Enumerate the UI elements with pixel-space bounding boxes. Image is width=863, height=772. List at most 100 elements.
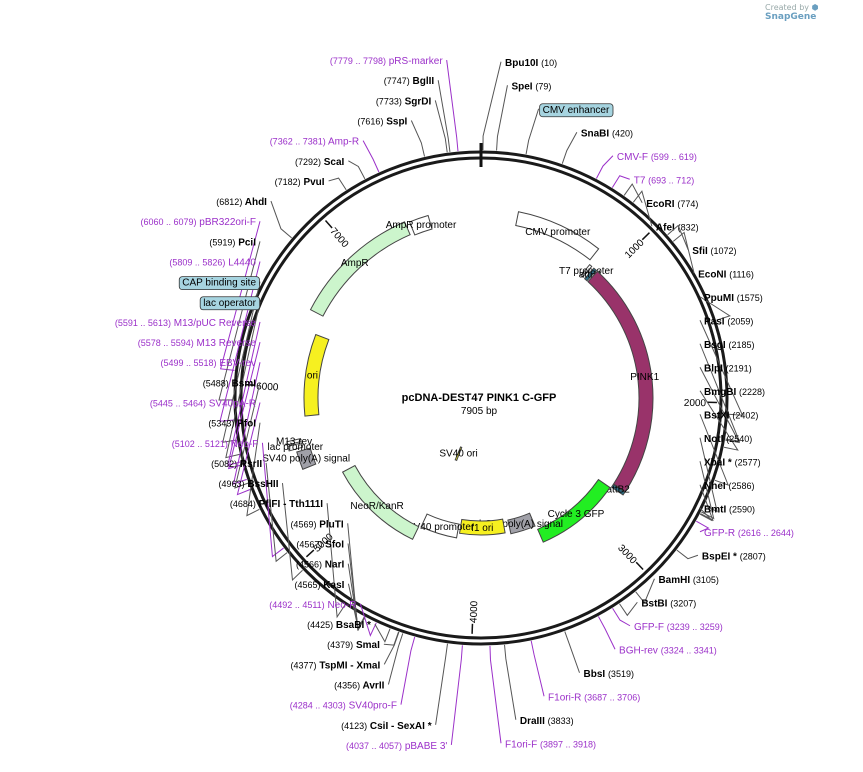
enzyme-pcii[interactable]: (5919) PciI xyxy=(209,237,256,248)
feature-sv40-ori[interactable] xyxy=(454,446,463,462)
primer-cmv-f[interactable]: CMV-F (599 .. 619) xyxy=(617,152,697,163)
enzyme-bsgi[interactable]: BsgI (2185) xyxy=(704,340,754,351)
enzyme-ppumi[interactable]: PpuMI (1575) xyxy=(704,293,763,304)
label-cap-binding-site[interactable]: CAP binding site xyxy=(178,276,260,291)
enzyme-rsrii[interactable]: (5082) RsrII xyxy=(211,459,262,470)
feature-m13-rev[interactable] xyxy=(286,438,302,446)
enzyme-blpi[interactable]: BlpI (2191) xyxy=(704,363,752,374)
enzyme-bsmi[interactable]: (5488) BsmI xyxy=(203,378,256,389)
primer-gfp-r[interactable]: GFP-R (2616 .. 2644) xyxy=(704,528,794,539)
feature-pink1[interactable] xyxy=(587,270,654,493)
enzyme-econi[interactable]: EcoNI (1116) xyxy=(698,269,754,280)
enzyme-nari[interactable]: (4566) NarI xyxy=(296,560,344,571)
label-name: XbaI * xyxy=(704,457,732,468)
label-lac-operator[interactable]: lac operator xyxy=(199,296,261,311)
enzyme-bpu10i[interactable]: Bpu10I (10) xyxy=(505,58,557,69)
feature-lac-promoter[interactable] xyxy=(287,442,304,452)
enzyme-kasi[interactable]: (4565) KasI xyxy=(295,580,345,591)
feature-ori[interactable] xyxy=(303,333,330,417)
primer-neo-f[interactable]: (5102 .. 5121) Neo-F xyxy=(172,439,259,450)
primer-sv40pa-r[interactable]: (5445 .. 5464) SV40pA-R xyxy=(150,399,256,410)
enzyme-bamhi[interactable]: BamHI (3105) xyxy=(658,575,718,586)
feature-sv40-poly-a-signal[interactable] xyxy=(296,447,317,470)
primer-bgh-rev[interactable]: BGH-rev (3324 .. 3341) xyxy=(619,645,717,656)
feature-ampr[interactable] xyxy=(309,221,411,317)
primer-prs-marker[interactable]: (7779 .. 7798) pRS-marker xyxy=(330,56,443,67)
feature-bgh-poly-a-signal[interactable] xyxy=(507,512,536,535)
feature-neor-kanr[interactable] xyxy=(341,464,420,540)
enzyme-pfoi[interactable]: (5343) PfoI xyxy=(208,419,256,430)
label-text: NheI (2586) xyxy=(704,481,754,492)
label-position: (4123) xyxy=(341,721,367,731)
primer-f1ori-f[interactable]: F1ori-F (3897 .. 3918) xyxy=(505,739,596,750)
enzyme-bglii[interactable]: (7747) BglII xyxy=(384,76,435,87)
enzyme-bstxi[interactable]: BstXI (2402) xyxy=(704,410,758,421)
label-text: BstBI (3207) xyxy=(641,598,696,609)
enzyme-smai[interactable]: (4379) SmaI xyxy=(327,640,380,651)
primer-gfp-f[interactable]: GFP-F (3239 .. 3259) xyxy=(634,622,723,633)
enzyme-bspei[interactable]: BspEI * (2807) xyxy=(702,551,766,562)
feature-f1-ori[interactable] xyxy=(459,518,506,536)
leader-sv40pa-r xyxy=(236,402,261,496)
feature-t7-promoter[interactable] xyxy=(580,263,593,278)
enzyme-bmgbi[interactable]: BmgBI (2228) xyxy=(704,387,765,398)
primer-m13-reverse[interactable]: (5578 .. 5594) M13 Reverse xyxy=(138,338,257,349)
feature-sv40-promoter[interactable] xyxy=(420,513,460,539)
enzyme-bsabi[interactable]: (4425) BsaBI * xyxy=(307,620,371,631)
primer-ebv-rev[interactable]: (5499 .. 5518) EBV-rev xyxy=(160,358,256,369)
leader-sspi xyxy=(410,120,426,157)
primer-l4440[interactable]: (5809 .. 5826) L4440 xyxy=(169,258,256,269)
enzyme-spei[interactable]: SpeI (79) xyxy=(511,81,551,92)
enzyme-csii-sexai[interactable]: (4123) CsiI - SexAI * xyxy=(341,721,432,732)
primer-pbabe-3[interactable]: (4037 .. 4057) pBABE 3' xyxy=(346,741,447,752)
label-name: SfoI xyxy=(325,540,344,551)
enzyme-xbai[interactable]: XbaI * (2577) xyxy=(704,457,761,468)
leader-ppumi xyxy=(699,296,731,321)
enzyme-ecori[interactable]: EcoRI (774) xyxy=(646,199,698,210)
label-position: (4284 .. 4303) xyxy=(290,701,346,711)
enzyme-pluti[interactable]: (4569) PluTI xyxy=(290,519,343,530)
enzyme-snabi[interactable]: SnaBI (420) xyxy=(581,128,633,139)
feature-cycle-3-gfp[interactable] xyxy=(536,478,611,543)
enzyme-sspi[interactable]: (7616) SspI xyxy=(357,117,407,128)
label-name: Bpu10I xyxy=(505,58,539,69)
enzyme-afei[interactable]: AfeI (832) xyxy=(656,222,699,233)
primer-neo-r[interactable]: (4492 .. 4511) Neo-R xyxy=(269,600,356,611)
primer-f1ori-r[interactable]: F1ori-R (3687 .. 3706) xyxy=(548,692,640,703)
enzyme-tspmi-xmai[interactable]: (4377) TspMI - XmaI xyxy=(291,660,381,671)
leader-m13-puc-reverse xyxy=(227,321,261,466)
enzyme-pflfi-tth111i[interactable]: (4684) PflFI - Tth111I xyxy=(230,499,323,510)
feature-cmv-promoter[interactable] xyxy=(515,211,600,261)
feature-ampr-promoter[interactable] xyxy=(408,214,433,236)
label-position: (4684) xyxy=(230,499,256,509)
feature-label-lac-promoter: lac promoter xyxy=(268,442,324,453)
enzyme-nhei[interactable]: NheI (2586) xyxy=(704,481,754,492)
label-position: (3833) xyxy=(548,716,574,726)
label-name: AvrII xyxy=(363,681,385,692)
primer-m13-puc-reverse[interactable]: (5591 .. 5613) M13/pUC Reverse xyxy=(115,318,257,329)
enzyme-pasi[interactable]: PasI (2059) xyxy=(704,316,753,327)
enzyme-bstbi[interactable]: BstBI (3207) xyxy=(641,598,696,609)
enzyme-scai[interactable]: (7292) ScaI xyxy=(295,157,345,168)
enzyme-noti[interactable]: NotI (2540) xyxy=(704,434,752,445)
feature-attb1[interactable] xyxy=(583,267,598,282)
enzyme-sfii[interactable]: SfiI (1072) xyxy=(692,246,736,257)
label-cmv-enhancer[interactable]: CMV enhancer xyxy=(539,103,614,118)
label-name: BglII xyxy=(413,76,435,87)
enzyme-ahdi[interactable]: (6812) AhdI xyxy=(216,197,267,208)
primer-pbr322ori-f[interactable]: (6060 .. 6079) pBR322ori-F xyxy=(140,217,256,228)
enzyme-sfoi[interactable]: (4567) SfoI xyxy=(296,540,344,551)
primer-t7[interactable]: T7 (693 .. 712) xyxy=(634,175,694,186)
label-position: (4569) xyxy=(290,519,316,529)
enzyme-draiii[interactable]: DraIII (3833) xyxy=(520,716,574,727)
primer-amp-r[interactable]: (7362 .. 7381) Amp-R xyxy=(270,137,359,148)
enzyme-bsshii[interactable]: (4963) BssHII xyxy=(219,479,279,490)
enzyme-bmti[interactable]: BmtI (2590) xyxy=(704,504,755,515)
enzyme-bbsi[interactable]: BbsI (3519) xyxy=(583,669,633,680)
feature-attb2[interactable] xyxy=(610,483,626,496)
primer-sv40pro-f[interactable]: (4284 .. 4303) SV40pro-F xyxy=(290,701,397,712)
enzyme-pvui[interactable]: (7182) PvuI xyxy=(275,177,325,188)
enzyme-sgrdi[interactable]: (7733) SgrDI xyxy=(376,96,432,107)
enzyme-avrii[interactable]: (4356) AvrII xyxy=(334,681,385,692)
